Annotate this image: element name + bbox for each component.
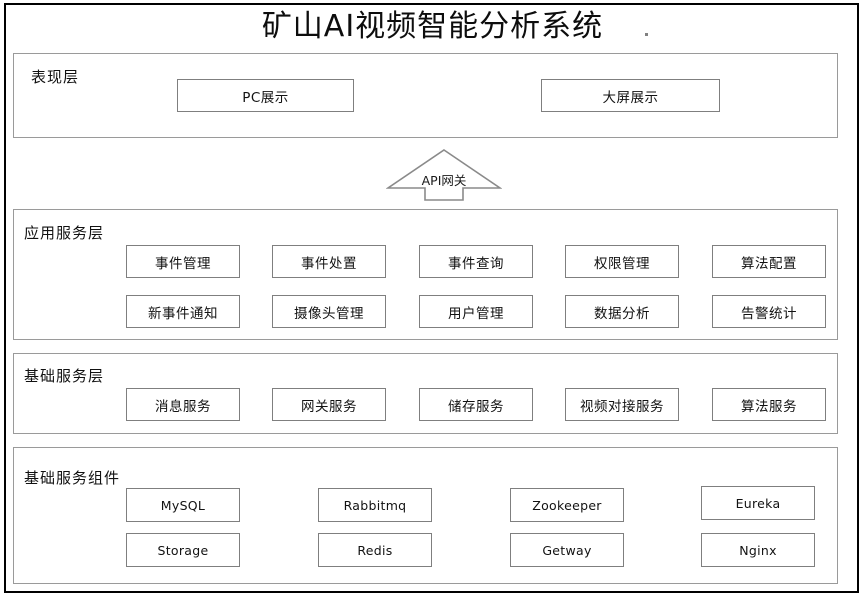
node-gateway-service[interactable]: 网关服务 <box>272 388 386 421</box>
node-redis[interactable]: Redis <box>318 533 432 567</box>
layer-application-service-label: 应用服务层 <box>24 224 105 242</box>
api-gateway[interactable]: API网关 <box>386 148 502 202</box>
node-permission-management[interactable]: 权限管理 <box>565 245 679 278</box>
node-video-integration-service[interactable]: 视频对接服务 <box>565 388 679 421</box>
layer-presentation-label: 表现层 <box>31 68 80 86</box>
node-algorithm-config[interactable]: 算法配置 <box>712 245 826 278</box>
page-title: 矿山AI视频智能分析系统 <box>261 9 604 44</box>
node-large-screen-display[interactable]: 大屏展示 <box>541 79 720 112</box>
node-camera-management[interactable]: 摄像头管理 <box>272 295 386 328</box>
node-mysql[interactable]: MySQL <box>126 488 240 522</box>
node-zookeeper[interactable]: Zookeeper <box>510 488 624 522</box>
node-event-query[interactable]: 事件查询 <box>419 245 533 278</box>
node-message-service[interactable]: 消息服务 <box>126 388 240 421</box>
layer-basic-components-label: 基础服务组件 <box>24 469 121 487</box>
node-eureka[interactable]: Eureka <box>701 486 815 520</box>
node-alarm-statistics[interactable]: 告警统计 <box>712 295 826 328</box>
title-trailing-dot <box>645 33 648 36</box>
node-storage-service[interactable]: 储存服务 <box>419 388 533 421</box>
node-event-disposal[interactable]: 事件处置 <box>272 245 386 278</box>
up-arrow-icon <box>386 149 502 201</box>
node-event-management[interactable]: 事件管理 <box>126 245 240 278</box>
layer-basic-service-label: 基础服务层 <box>24 367 105 385</box>
node-pc-display[interactable]: PC展示 <box>177 79 354 112</box>
node-data-analysis[interactable]: 数据分析 <box>565 295 679 328</box>
node-storage[interactable]: Storage <box>126 533 240 567</box>
node-rabbitmq[interactable]: Rabbitmq <box>318 488 432 522</box>
outer-frame <box>4 3 859 593</box>
node-nginx[interactable]: Nginx <box>701 533 815 567</box>
node-new-event-notification[interactable]: 新事件通知 <box>126 295 240 328</box>
node-getway[interactable]: Getway <box>510 533 624 567</box>
node-algorithm-service[interactable]: 算法服务 <box>712 388 826 421</box>
node-user-management[interactable]: 用户管理 <box>419 295 533 328</box>
